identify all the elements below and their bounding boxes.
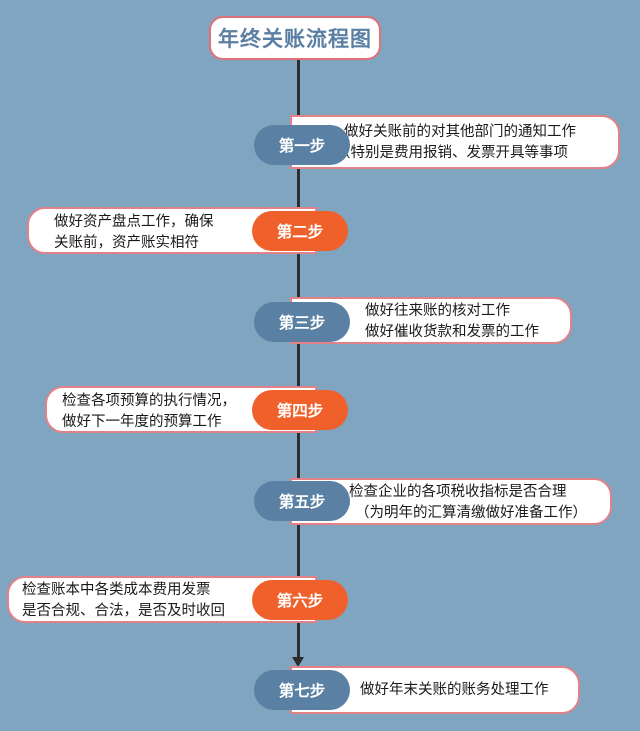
step-3-badge: 第三步 bbox=[254, 302, 350, 342]
step-4-line-1: 检查各项预算的执行情况， bbox=[62, 393, 236, 409]
step-1-line-1: 做好关账前的对其他部门的通知工作 bbox=[344, 124, 576, 140]
step-5-line-1: 检查企业的各项税收指标是否合理 bbox=[349, 484, 567, 500]
step-4-badge: 第四步 bbox=[252, 390, 348, 430]
step-7-line-1: 做好年末关账的账务处理工作 bbox=[360, 681, 549, 698]
step-6-line-1: 检查账本中各类成本费用发票 bbox=[22, 582, 211, 598]
step-6-badge: 第六步 bbox=[252, 580, 348, 620]
step-3-line-1: 做好往来账的核对工作 bbox=[365, 303, 510, 319]
step-5-badge: 第五步 bbox=[254, 481, 350, 521]
step-7-badge: 第七步 bbox=[254, 670, 350, 710]
step-2-line-2: 关账前，资产账实相符 bbox=[54, 235, 199, 251]
step-4-line-2: 做好下一年度的预算工作 bbox=[62, 414, 222, 430]
flow-line bbox=[297, 60, 300, 660]
flow-arrowhead bbox=[292, 657, 304, 667]
step-1-line-2: （特别是费用报销、发票开具等事项 bbox=[336, 145, 568, 161]
step-2-line-1: 做好资产盘点工作，确保 bbox=[54, 214, 214, 230]
step-3-line-2: 做好催收货款和发票的工作 bbox=[365, 324, 539, 340]
step-5-line-2: （为明年的汇算清缴做好准备工作） bbox=[355, 505, 587, 521]
step-2-badge: 第二步 bbox=[252, 211, 348, 251]
step-1-badge: 第一步 bbox=[254, 125, 350, 165]
chart-title: 年终关账流程图 bbox=[209, 16, 381, 60]
step-6-line-2: 是否合规、合法，是否及时收回 bbox=[22, 603, 225, 619]
